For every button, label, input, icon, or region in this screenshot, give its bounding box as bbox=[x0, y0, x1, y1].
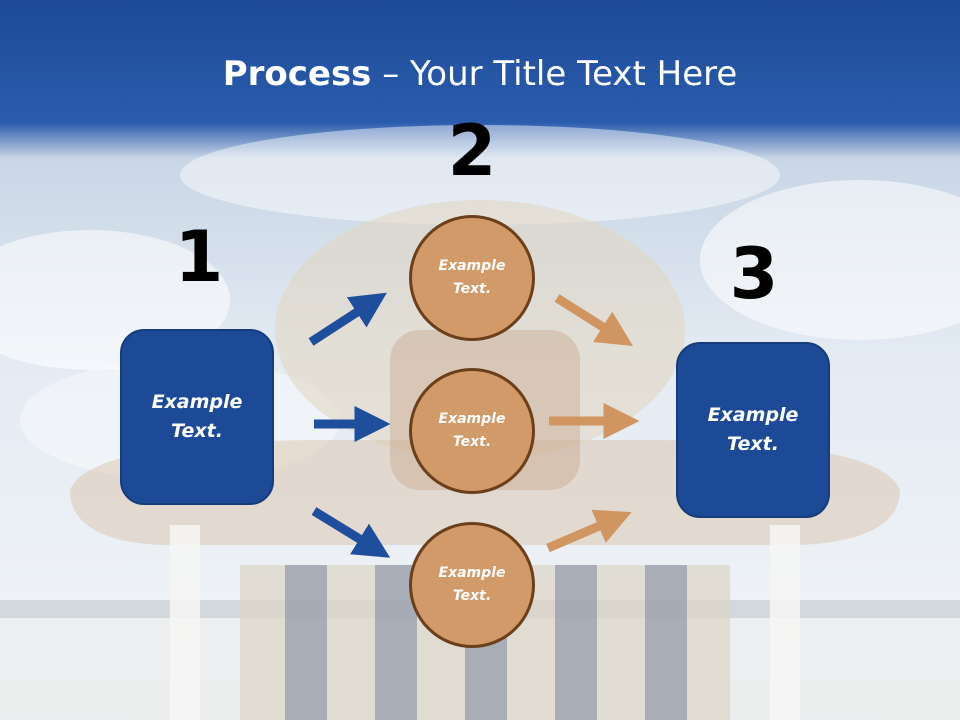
step-1-box-text: Example Text. bbox=[151, 391, 243, 442]
arrow-circle-bottom-to-box3 bbox=[546, 509, 632, 553]
title-bold: Process bbox=[222, 54, 372, 94]
step-number-2: 2 bbox=[447, 110, 497, 192]
step-1-box: Example Text. bbox=[120, 329, 274, 505]
arrow-circle-top-to-box3 bbox=[554, 294, 634, 347]
step-3-box: Example Text. bbox=[676, 342, 830, 518]
step-2-circle-top: Example Text. bbox=[409, 215, 535, 341]
step-number-3: 3 bbox=[729, 233, 779, 315]
circle-top-text: Example Text. bbox=[438, 258, 506, 297]
step-number-1: 1 bbox=[174, 216, 224, 298]
circle-middle-text: Example Text. bbox=[438, 411, 506, 450]
arrow-box1-to-circle-bottom bbox=[311, 507, 391, 558]
title-rest: – Your Title Text Here bbox=[371, 54, 738, 94]
slide-title: Process – Your Title Text Here bbox=[0, 52, 960, 96]
arrow-box1-to-circle-top bbox=[308, 292, 387, 346]
step-3-box-text: Example Text. bbox=[707, 404, 799, 455]
step-2-circle-bottom: Example Text. bbox=[409, 522, 535, 648]
step-2-circle-middle: Example Text. bbox=[409, 368, 535, 494]
circle-bottom-text: Example Text. bbox=[438, 565, 506, 604]
